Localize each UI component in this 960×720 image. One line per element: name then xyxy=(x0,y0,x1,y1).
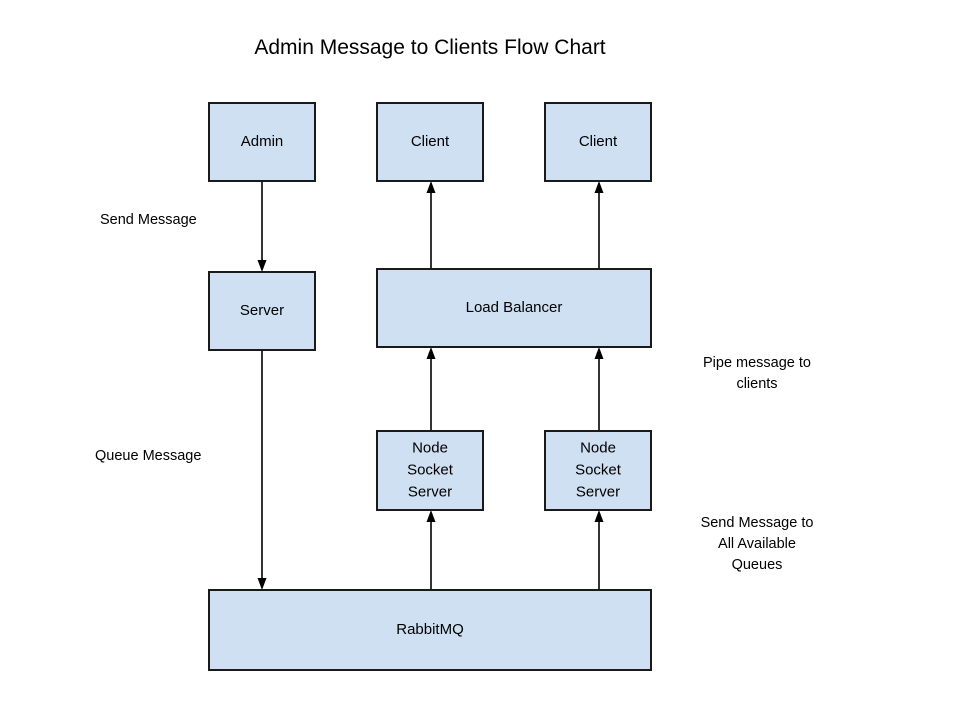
node-label-server: Server xyxy=(240,302,284,319)
flow-node-server[interactable]: Server xyxy=(208,271,316,351)
edge-label-line: Queues xyxy=(732,557,783,573)
edge-arrowhead xyxy=(594,510,604,522)
node-label-nss2: Server xyxy=(576,483,620,500)
flow-node-client1[interactable]: Client xyxy=(376,102,484,182)
node-label-lb: Load Balancer xyxy=(466,299,563,316)
edge-label-line: Queue Message xyxy=(95,448,201,464)
node-label-client2: Client xyxy=(579,133,618,150)
node-label-rabbitmq: RabbitMQ xyxy=(396,621,464,638)
flow-edge-lb-to-client1 xyxy=(426,181,436,269)
edges-layer xyxy=(257,181,604,590)
flow-edge-nss2-to-lb xyxy=(594,347,604,431)
edge-label-line: clients xyxy=(736,376,777,392)
edge-arrowhead xyxy=(594,181,604,193)
node-label-nss2: Socket xyxy=(575,461,622,478)
edge-label-line: Send Message to xyxy=(701,515,814,531)
node-label-admin: Admin xyxy=(241,133,284,150)
edge-label-pipe-message-to-clients: Pipe message to clients xyxy=(703,355,811,392)
flow-edge-admin-to-server xyxy=(257,181,267,272)
node-box[interactable] xyxy=(208,271,316,351)
edge-arrowhead xyxy=(257,260,267,272)
node-label-nss1: Server xyxy=(408,483,452,500)
node-box[interactable] xyxy=(376,268,652,348)
flow-edge-server-to-rabbitmq xyxy=(257,350,267,590)
chart-title: Admin Message to Clients Flow Chart xyxy=(254,36,605,59)
node-label-nss2: Node xyxy=(580,439,616,456)
node-box[interactable] xyxy=(376,102,484,182)
edge-label-line: Send Message xyxy=(100,212,197,228)
flow-edge-lb-to-client2 xyxy=(594,181,604,269)
node-label-client1: Client xyxy=(411,133,450,150)
node-box[interactable] xyxy=(544,430,652,511)
node-label-nss1: Node xyxy=(412,439,448,456)
edge-label-queue-message: Queue Message xyxy=(95,448,201,464)
flow-node-client2[interactable]: Client xyxy=(544,102,652,182)
flow-node-lb[interactable]: Load Balancer xyxy=(376,268,652,348)
edge-arrowhead xyxy=(426,510,436,522)
edge-label-line: All Available xyxy=(718,536,796,552)
edge-arrowhead xyxy=(257,578,267,590)
node-box[interactable] xyxy=(544,102,652,182)
flow-edge-nss1-to-lb xyxy=(426,347,436,431)
edge-arrowhead xyxy=(426,347,436,359)
edge-arrowhead xyxy=(426,181,436,193)
flow-node-rabbitmq[interactable]: RabbitMQ xyxy=(208,589,652,671)
flow-edge-rabbitmq-to-nss2 xyxy=(594,510,604,590)
flow-edge-rabbitmq-to-nss1 xyxy=(426,510,436,590)
node-box[interactable] xyxy=(376,430,484,511)
node-box[interactable] xyxy=(208,102,316,182)
edge-arrowhead xyxy=(594,347,604,359)
edge-label-send-message: Send Message xyxy=(100,212,197,228)
edge-label-line: Pipe message to xyxy=(703,355,811,371)
node-box[interactable] xyxy=(208,589,652,671)
flow-node-admin[interactable]: Admin xyxy=(208,102,316,182)
node-label-nss1: Socket xyxy=(407,461,454,478)
